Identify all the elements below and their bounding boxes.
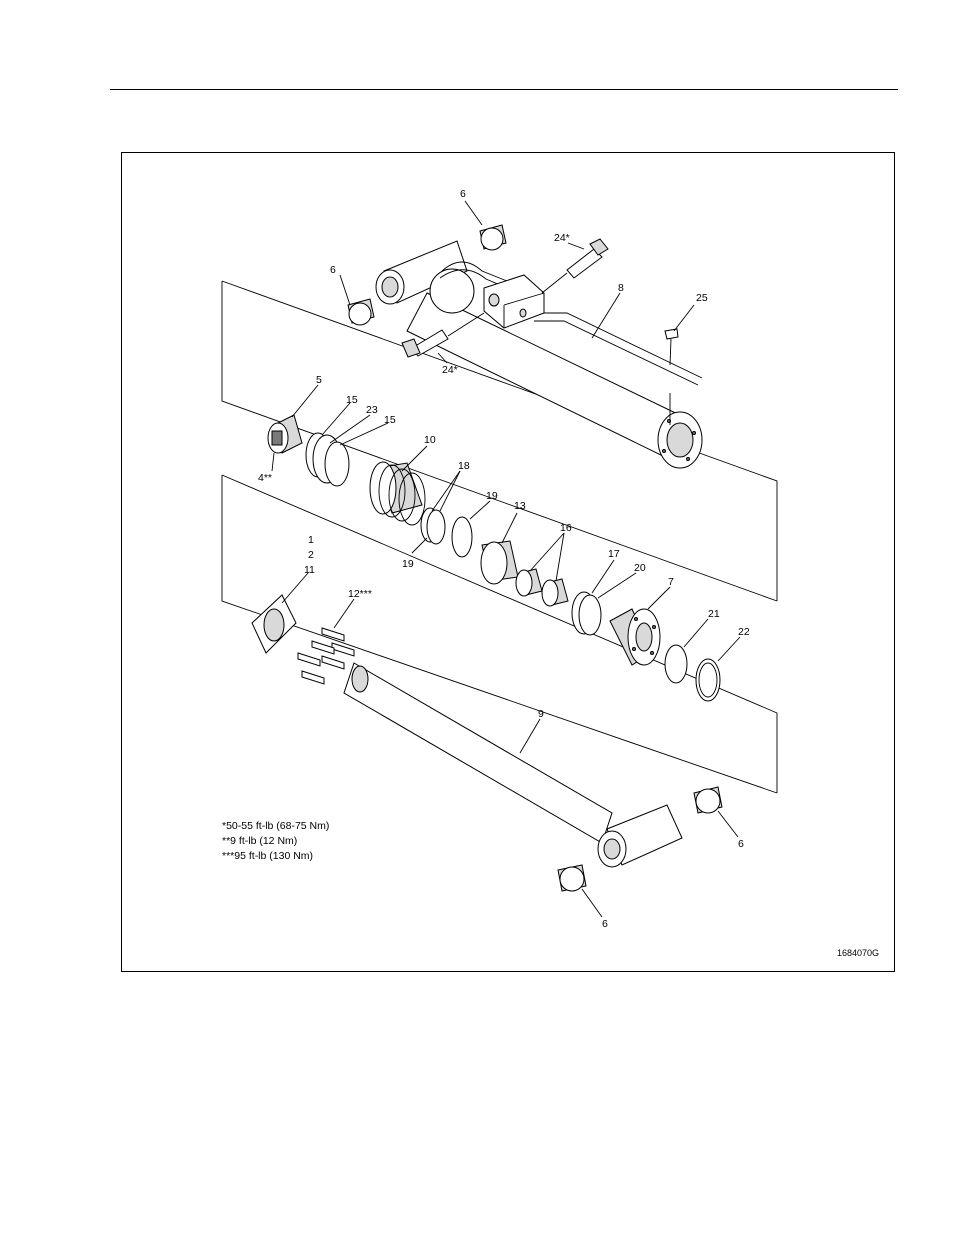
label-4: 4** bbox=[258, 472, 272, 484]
label-11: 11 bbox=[304, 564, 315, 576]
label-19-b: 19 bbox=[402, 558, 414, 570]
exploded-view-figure: 6 6 24* 24* 8 25 5 4** 15 23 15 10 18 19… bbox=[121, 152, 895, 972]
label-24-top: 24* bbox=[554, 232, 570, 244]
piston-nut-5 bbox=[268, 415, 302, 453]
label-15-b: 15 bbox=[384, 414, 396, 426]
label-20: 20 bbox=[634, 562, 646, 574]
label-1: 1 bbox=[308, 534, 314, 546]
label-19-a: 19 bbox=[486, 490, 498, 502]
torque-note-2: **9 ft-lb (12 Nm) bbox=[222, 834, 329, 849]
bleeder-plug-25 bbox=[665, 329, 678, 365]
label-6-left: 6 bbox=[330, 264, 336, 276]
label-22: 22 bbox=[738, 626, 750, 638]
flange-11 bbox=[252, 595, 296, 653]
label-21: 21 bbox=[708, 608, 720, 620]
fitting-24-top bbox=[542, 239, 608, 293]
header-rule bbox=[110, 89, 898, 90]
label-23: 23 bbox=[366, 404, 378, 416]
bushing-6-right bbox=[694, 787, 722, 813]
bushing-6-bottom bbox=[558, 865, 586, 891]
label-12: 12*** bbox=[348, 588, 372, 600]
torque-note-1: *50-55 ft-lb (68-75 Nm) bbox=[222, 819, 329, 834]
label-6-bottom: 6 bbox=[602, 918, 608, 930]
port-block bbox=[484, 275, 544, 328]
bushings-16 bbox=[516, 569, 568, 606]
label-24-bottom: 24* bbox=[442, 364, 458, 376]
bolts-12 bbox=[298, 628, 354, 684]
label-18: 18 bbox=[458, 460, 470, 472]
torque-notes: *50-55 ft-lb (68-75 Nm) **9 ft-lb (12 Nm… bbox=[222, 819, 329, 864]
label-10: 10 bbox=[424, 434, 436, 446]
label-5: 5 bbox=[316, 374, 322, 386]
cylinder-head-7 bbox=[610, 609, 660, 665]
bushing-6-top bbox=[480, 225, 506, 250]
spacer-13 bbox=[481, 541, 518, 584]
figure-id: 1684070G bbox=[837, 948, 879, 958]
label-17: 17 bbox=[608, 548, 620, 560]
label-15-a: 15 bbox=[346, 394, 358, 406]
rings-21-22 bbox=[665, 645, 720, 701]
label-2: 2 bbox=[308, 549, 314, 561]
label-16: 16 bbox=[560, 522, 572, 534]
label-6-top: 6 bbox=[460, 188, 466, 200]
cylinder-barrel bbox=[407, 293, 702, 468]
bushing-6-left bbox=[348, 299, 374, 325]
torque-note-3: ***95 ft-lb (130 Nm) bbox=[222, 849, 329, 864]
label-6-right: 6 bbox=[738, 838, 744, 850]
label-9: 9 bbox=[538, 708, 544, 720]
label-25: 25 bbox=[696, 292, 708, 304]
label-8: 8 bbox=[618, 282, 624, 294]
seals-17-20 bbox=[572, 592, 601, 635]
seal-15-23 bbox=[306, 433, 349, 486]
label-13: 13 bbox=[514, 500, 526, 512]
rings-18-19 bbox=[421, 508, 472, 557]
label-7: 7 bbox=[668, 576, 674, 588]
